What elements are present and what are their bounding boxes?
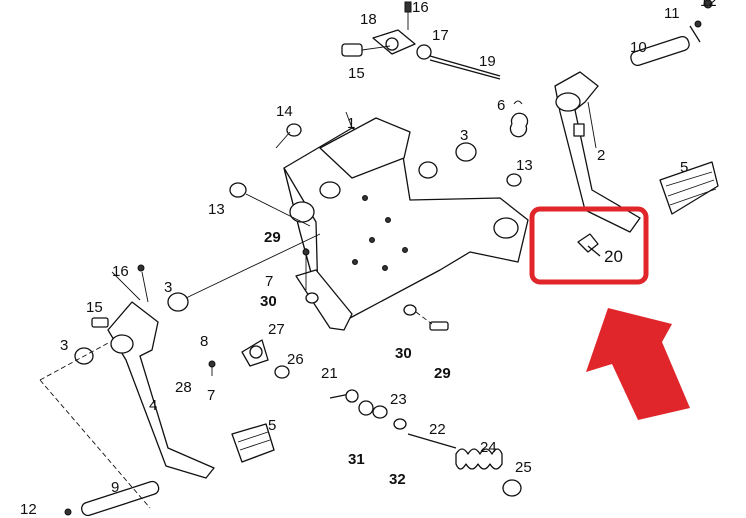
label-12: 12 xyxy=(700,0,717,10)
label-31: 31 xyxy=(348,451,365,468)
highlight-box xyxy=(529,206,649,285)
label-4: 4 xyxy=(149,397,157,414)
label-32: 32 xyxy=(389,471,406,488)
label-7: 7 xyxy=(265,273,273,290)
label-5: 5 xyxy=(680,159,688,176)
label-9: 9 xyxy=(111,479,119,496)
label-30: 30 xyxy=(260,293,277,310)
label-17: 17 xyxy=(432,27,449,44)
label-12: 12 xyxy=(20,501,37,518)
label-22: 22 xyxy=(429,421,446,438)
label-18: 18 xyxy=(360,11,377,28)
label-15: 15 xyxy=(348,65,365,82)
left-pedal-assembly xyxy=(39,233,321,517)
label-2: 2 xyxy=(597,147,605,164)
label-20: 20 xyxy=(604,247,623,266)
label-21: 21 xyxy=(321,365,338,382)
label-30: 30 xyxy=(395,345,412,362)
top-bracket-assembly xyxy=(341,1,501,80)
main-bracket xyxy=(229,117,529,331)
label-13: 13 xyxy=(516,157,533,174)
label-13: 13 xyxy=(208,201,225,218)
label-16: 16 xyxy=(112,263,129,280)
label-3: 3 xyxy=(60,337,68,354)
red-arrow xyxy=(586,308,690,420)
label-10: 10 xyxy=(630,39,647,56)
label-7: 7 xyxy=(207,387,215,404)
label-3: 3 xyxy=(460,127,468,144)
right-pedal-assembly xyxy=(455,0,719,233)
label-16: 16 xyxy=(412,0,429,16)
leader-lines xyxy=(111,101,597,301)
label-29: 29 xyxy=(434,365,451,382)
label-15: 15 xyxy=(86,299,103,316)
label-1: 1 xyxy=(347,115,355,132)
part-labels: 1 2 3 3 3 4 5 5 6 7 7 8 9 10 11 12 12 13… xyxy=(20,0,717,518)
label-25: 25 xyxy=(515,459,532,476)
label-14: 14 xyxy=(276,103,293,120)
label-5: 5 xyxy=(268,417,276,434)
label-23: 23 xyxy=(390,391,407,408)
label-8: 8 xyxy=(200,333,208,350)
label-24: 24 xyxy=(480,439,497,456)
label-28: 28 xyxy=(175,379,192,396)
label-29: 29 xyxy=(264,229,281,246)
fasteners-center xyxy=(302,248,449,331)
label-19: 19 xyxy=(479,53,496,70)
label-11: 11 xyxy=(664,5,680,22)
part-20-bolt xyxy=(577,233,601,257)
label-3: 3 xyxy=(164,279,172,296)
label-27: 27 xyxy=(268,321,285,338)
lower-middle-parts xyxy=(208,339,522,497)
label-26: 26 xyxy=(287,351,304,368)
label-6: 6 xyxy=(497,97,505,114)
